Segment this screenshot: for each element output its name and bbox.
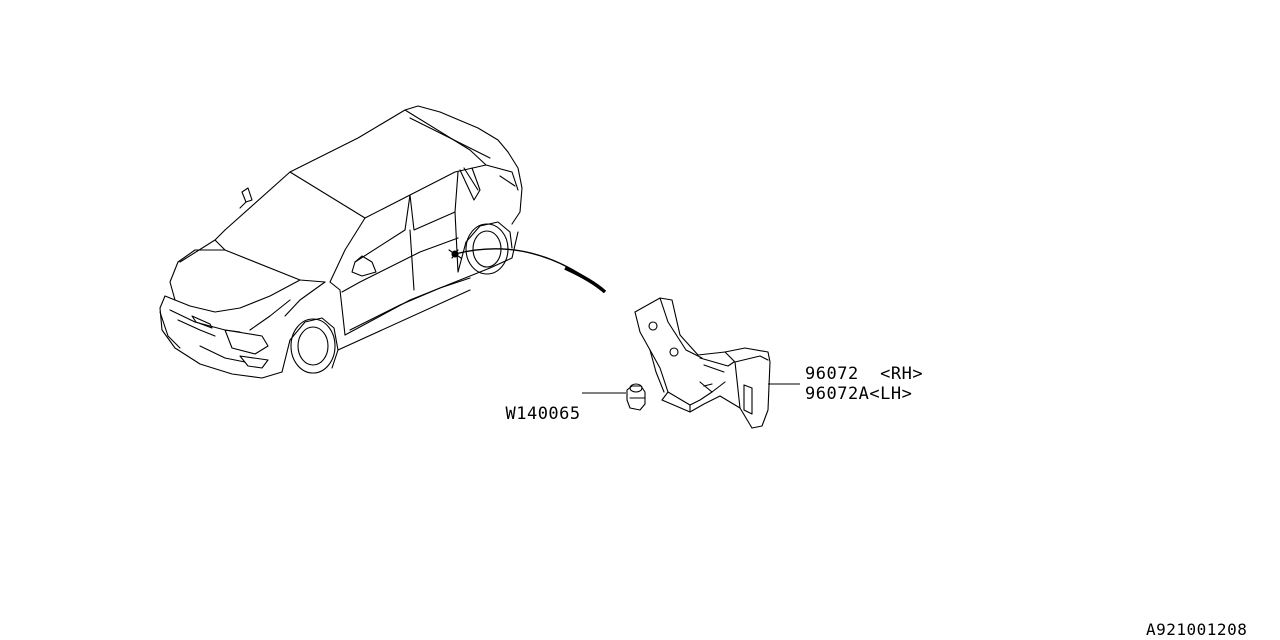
diagram-id: A921001208 [1146,620,1248,639]
part-number: 96072 [805,364,859,384]
vehicle-illustration [159,105,523,379]
part-side: <RH> [880,364,924,384]
part-number: 96072A [805,384,870,404]
leader-curve [454,248,606,293]
part-side: <LH> [869,384,913,404]
part-number: W140065 [505,404,581,424]
leader-curve-heavy [564,266,607,294]
part-label-96072-rh[interactable]: 96072 <RH> [805,364,923,384]
part-label-96072a-lh[interactable]: 96072A<LH> [805,384,912,404]
bracket-illustration [626,297,771,429]
part-label-w140065[interactable]: W140065 [484,384,581,424]
